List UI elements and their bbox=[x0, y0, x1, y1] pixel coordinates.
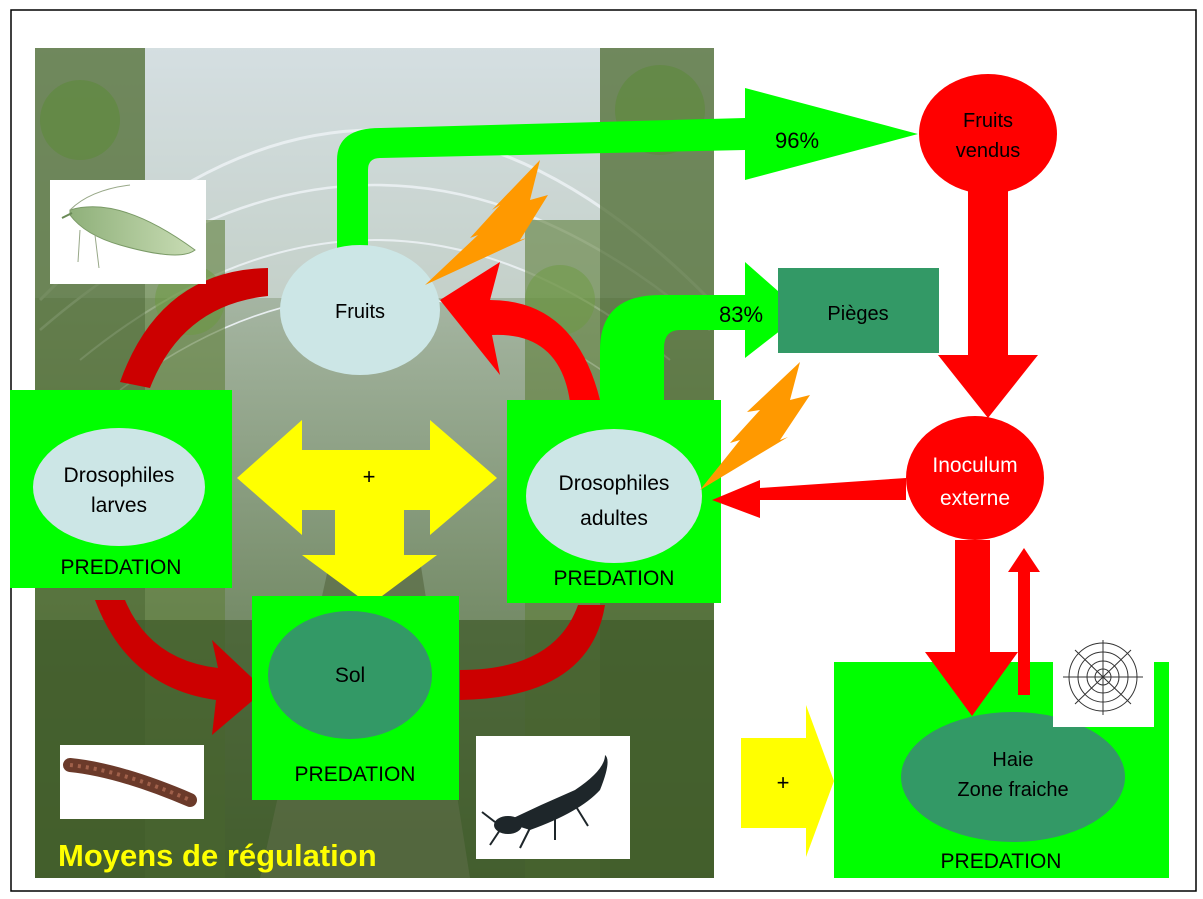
rove-beetle-icon bbox=[476, 736, 630, 859]
larves-predation: PREDATION bbox=[61, 556, 182, 579]
fruits-vendus-node bbox=[919, 74, 1057, 194]
lightning-icon bbox=[425, 160, 548, 285]
cycle-arrows bbox=[95, 262, 605, 735]
haie-label-1b: Haie bbox=[992, 749, 1033, 771]
percent-fruits-vendus: 96% bbox=[775, 128, 819, 153]
arrow-haie-to-inoculum bbox=[1008, 548, 1040, 695]
caption: Moyens de régulation bbox=[58, 838, 377, 873]
pieges-box bbox=[778, 268, 939, 353]
sol-node bbox=[268, 611, 432, 739]
spider-web-icon bbox=[1053, 627, 1154, 727]
haie-label-2: Zone fraiche bbox=[957, 779, 1068, 801]
fruits-label: Fruits bbox=[335, 301, 385, 323]
fruits-vendus-label-1: Fruits bbox=[963, 110, 1013, 132]
plus-label-haie: + bbox=[777, 770, 790, 795]
haie-node bbox=[901, 712, 1125, 842]
inoculum-label-2: externe bbox=[940, 487, 1010, 510]
yellow-plus-arrow bbox=[741, 705, 834, 857]
lightning-icon bbox=[700, 362, 810, 490]
sol-label: Sol bbox=[335, 664, 365, 687]
arrow-inoculum-to-haie bbox=[925, 540, 1018, 716]
larves-node bbox=[33, 428, 205, 546]
millipede-icon bbox=[60, 745, 204, 819]
sol-predation: PREDATION bbox=[295, 763, 416, 786]
flow-arrow-pieges bbox=[600, 262, 803, 438]
arrow-inoculum-to-adultes bbox=[712, 478, 906, 518]
yellow-t-arrow bbox=[237, 420, 497, 605]
inoculum-label-1: Inoculum bbox=[932, 454, 1017, 477]
pieges-label: Pièges bbox=[827, 303, 888, 325]
haie-predation: PREDATION bbox=[941, 850, 1062, 873]
fruits-vendus-label-2: vendus bbox=[956, 140, 1021, 162]
adultes-label-1: Drosophiles bbox=[559, 472, 670, 495]
inoculum-node bbox=[906, 416, 1044, 540]
arrow-fruits-vendus-to-inoculum bbox=[938, 190, 1038, 418]
flow-arrow-fruits-vendus bbox=[337, 88, 918, 248]
plus-label-center: + bbox=[363, 464, 376, 489]
adultes-node bbox=[526, 429, 702, 563]
larves-label-1: Drosophiles bbox=[64, 464, 175, 487]
fruits-node bbox=[280, 245, 440, 375]
larves-label-2: larves bbox=[91, 494, 147, 517]
percent-pieges: 83% bbox=[719, 302, 763, 327]
adultes-predation: PREDATION bbox=[554, 567, 675, 590]
adultes-label-2: adultes bbox=[580, 507, 648, 530]
lacewing-icon bbox=[50, 180, 206, 284]
